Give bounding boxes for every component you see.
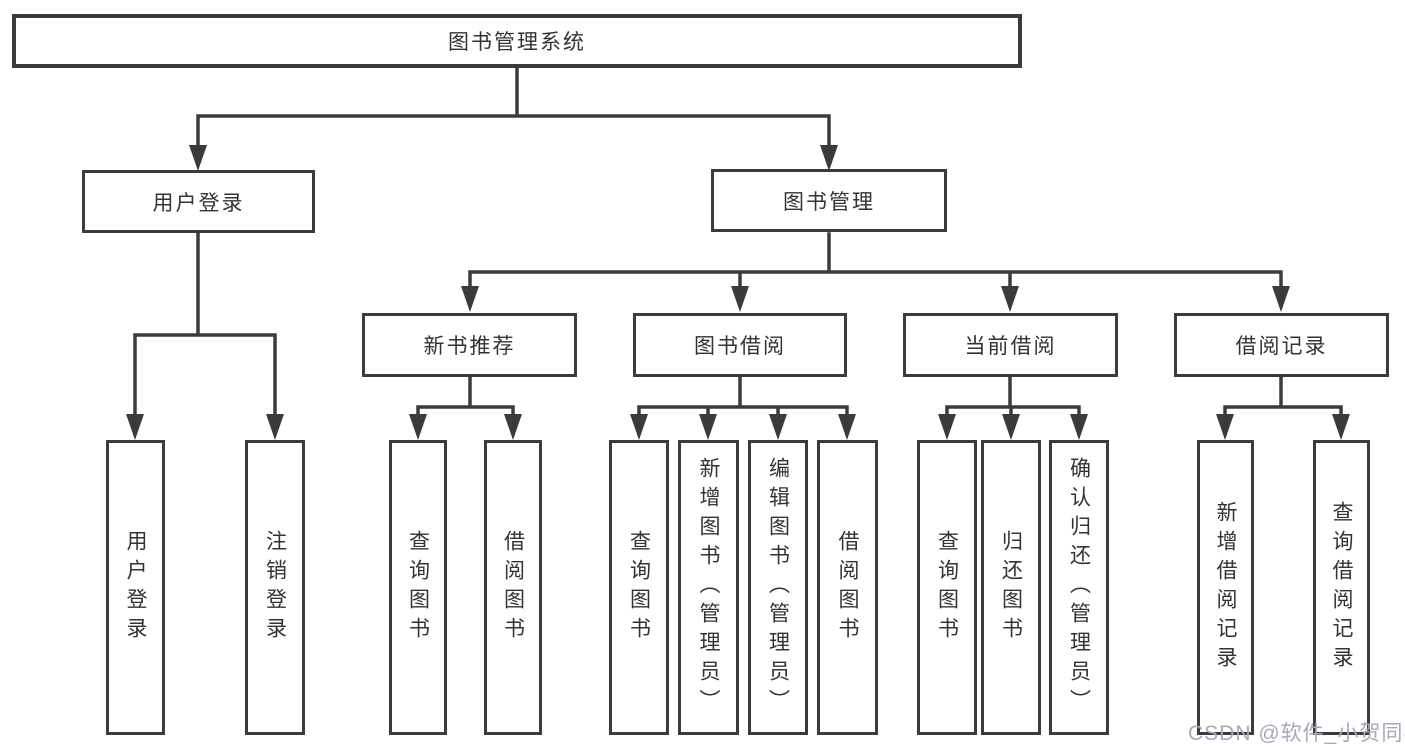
node-label: 图书管理	[783, 190, 875, 214]
node-borrow-records: 借阅记录	[1174, 313, 1389, 377]
leaf-records-query-record: 查询借阅记录	[1313, 440, 1370, 735]
node-user-login: 用户登录	[82, 170, 315, 233]
leaf-borrowing-add-books-admin: 新增图书（管理员）	[678, 440, 739, 735]
node-book-borrowing: 图书借阅	[633, 313, 847, 377]
csdn-watermark: CSDN @软件_小贺同学	[1188, 722, 1405, 745]
node-label: 归还图书	[999, 529, 1023, 646]
node-new-book-recommend: 新书推荐	[362, 313, 577, 377]
node-label: 查询图书	[935, 529, 959, 646]
leaf-borrowing-query-books: 查询图书	[609, 440, 669, 735]
node-label: 新增借阅记录	[1214, 500, 1237, 675]
leaf-logout: 注销登录	[245, 440, 305, 735]
leaf-recommend-query-books: 查询图书	[389, 440, 447, 735]
node-label: 注销登录	[263, 529, 287, 646]
node-library-management-system: 图书管理系统	[12, 14, 1022, 68]
leaf-records-add-record: 新增借阅记录	[1197, 440, 1254, 735]
node-label: 借阅记录	[1235, 335, 1328, 358]
node-label: 当前借阅	[964, 335, 1057, 358]
node-label: 图书借阅	[694, 335, 786, 358]
leaf-borrowing-borrow-books: 借阅图书	[817, 440, 878, 735]
node-label: 图书管理系统	[448, 31, 586, 54]
node-label: 借阅图书	[836, 529, 859, 646]
node-label: 查询图书	[406, 529, 430, 646]
leaf-recommend-borrow-books: 借阅图书	[484, 440, 542, 735]
node-label: 查询借阅记录	[1330, 500, 1353, 675]
leaf-current-confirm-return-admin: 确认归还（管理员）	[1049, 440, 1109, 735]
node-book-management: 图书管理	[711, 169, 947, 232]
node-label: 新书推荐	[423, 335, 516, 358]
leaf-user-login: 用户登录	[106, 440, 165, 735]
node-label: 确认归还（管理员）	[1067, 457, 1091, 718]
node-label: 编辑图书（管理员）	[766, 457, 790, 718]
leaf-current-return-books: 归还图书	[981, 440, 1041, 735]
leaf-current-query-books: 查询图书	[917, 440, 977, 735]
node-label: 查询图书	[627, 529, 651, 646]
node-label: 用户登录	[124, 529, 147, 646]
leaf-borrowing-edit-books-admin: 编辑图书（管理员）	[748, 440, 808, 735]
node-label: 新增图书（管理员）	[697, 457, 720, 718]
node-label: 借阅图书	[501, 529, 525, 646]
node-current-borrowing: 当前借阅	[903, 313, 1118, 377]
node-label: 用户登录	[152, 191, 245, 215]
